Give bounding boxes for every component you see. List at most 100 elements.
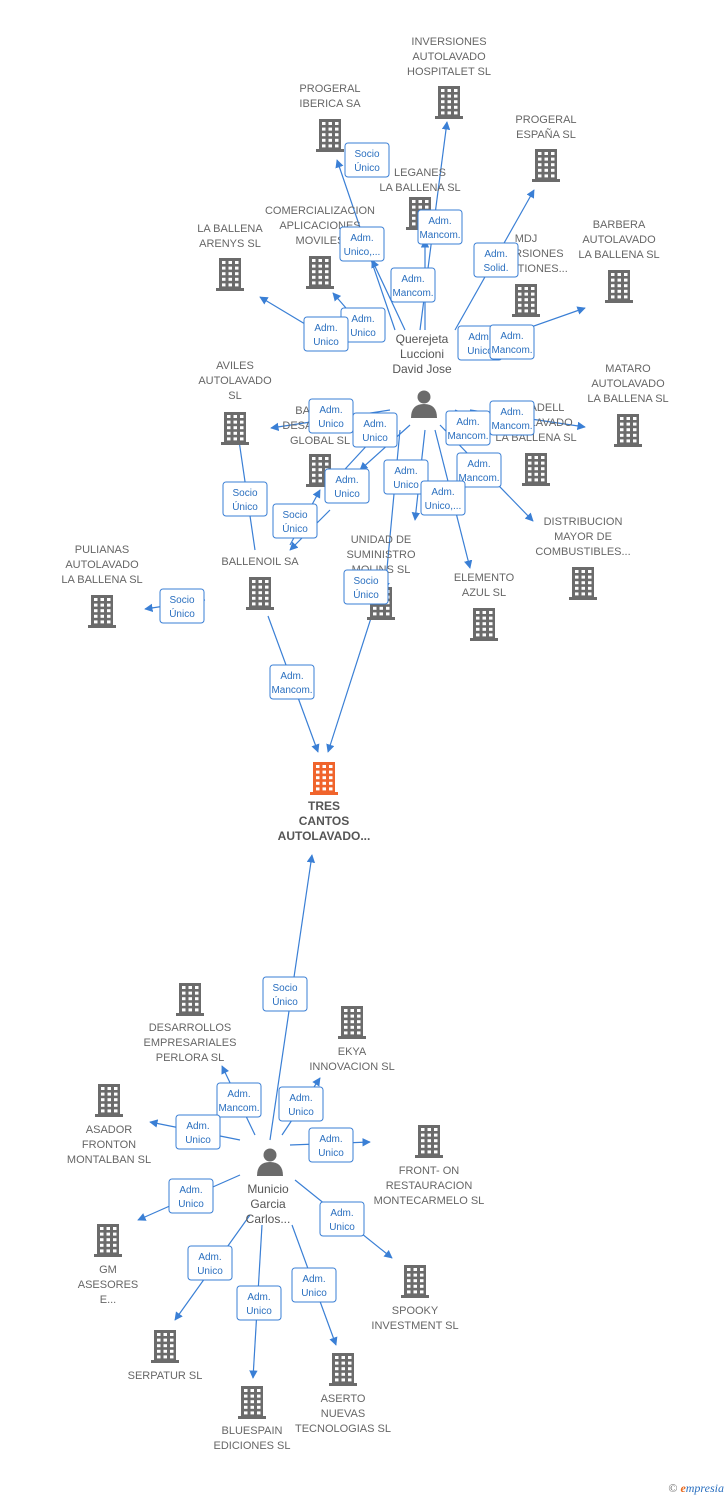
relation-label[interactable]: Adm.Unico xyxy=(303,316,349,352)
footer-brand[interactable]: © empresia xyxy=(668,1481,724,1496)
building-icon xyxy=(306,256,334,289)
relation-label[interactable]: Adm.Unico xyxy=(236,1285,282,1321)
relation-edge xyxy=(371,259,406,331)
relation-label[interactable]: Adm. Unico xyxy=(308,1127,354,1163)
person-label: Luccioni xyxy=(400,347,444,361)
relation-label[interactable]: Adm.Mancom. xyxy=(417,209,463,245)
relation-label[interactable]: Adm.Unico xyxy=(308,398,354,434)
building-icon xyxy=(88,595,116,628)
relation-label[interactable]: Adm.Solid. xyxy=(473,242,519,278)
relation-label-text: Adm. xyxy=(335,475,358,486)
relation-label-text: Mancom. xyxy=(392,288,433,299)
relation-label[interactable]: Adm.Unico xyxy=(319,1201,365,1237)
company-label: INVESTMENT SL xyxy=(371,1320,458,1332)
company-label: ASESORES xyxy=(78,1279,139,1291)
relation-label-text: Único xyxy=(272,995,298,1008)
relation-label-text: Unico xyxy=(301,1288,327,1299)
relation-label[interactable]: Adm.Unico xyxy=(187,1245,233,1281)
relation-label-text: Mancom. xyxy=(419,230,460,241)
relation-label-text: Unico xyxy=(393,480,419,491)
relation-label[interactable]: Adm.Unico xyxy=(168,1178,214,1214)
company-label: PROGERAL xyxy=(299,83,360,95)
relation-label[interactable]: Adm.Mancom. xyxy=(269,664,315,700)
building-icon xyxy=(310,762,338,795)
relation-label[interactable]: Adm.Mancom. xyxy=(216,1082,262,1118)
company-label: TRES xyxy=(308,799,340,813)
building-icon xyxy=(415,1125,443,1158)
building-icon xyxy=(238,1386,266,1419)
relation-label-text: Único xyxy=(169,607,195,620)
building-icon xyxy=(151,1330,179,1363)
relation-label[interactable]: Adm. Unico xyxy=(324,468,370,504)
building-icon xyxy=(338,1006,366,1039)
company-label: LA BALLENA xyxy=(197,223,263,235)
company-label: LA BALLENA SL xyxy=(587,393,668,405)
person-label: Garcia xyxy=(250,1197,286,1211)
company-node[interactable]: GMASESORESE... xyxy=(78,1224,139,1306)
company-label: BARBERA xyxy=(593,219,646,231)
person-label: David Jose xyxy=(392,362,452,376)
relation-label[interactable]: Adm.Unico,... xyxy=(339,226,385,262)
relation-label[interactable]: Adm. Unico xyxy=(352,412,398,448)
relation-label-text: Socio xyxy=(169,595,194,606)
relation-label[interactable]: Adm.Unico xyxy=(291,1267,337,1303)
building-icon xyxy=(94,1224,122,1257)
company-label: DISTRIBUCION xyxy=(544,516,623,528)
relation-label-text: Unico xyxy=(318,1148,344,1159)
company-label: COMERCIALIZACION xyxy=(265,205,375,217)
relation-label[interactable]: Adm.Unico xyxy=(278,1086,324,1122)
relation-label[interactable]: Adm.Mancom. xyxy=(489,324,535,360)
company-label: AVILES xyxy=(216,360,254,372)
company-node[interactable]: SERPATUR SL xyxy=(128,1330,203,1382)
relation-label[interactable]: Adm.Mancom. xyxy=(445,410,491,446)
relation-label[interactable]: Adm.Mancom. xyxy=(489,400,535,436)
relation-label-text: Socio xyxy=(353,576,378,587)
relation-label-text: Adm. xyxy=(198,1252,221,1263)
company-label: MDJ xyxy=(515,233,538,245)
relation-label-text: Adm. xyxy=(363,419,386,430)
relation-label-text: Unico xyxy=(362,433,388,444)
company-label: INNOVACION SL xyxy=(309,1061,394,1073)
person-node[interactable]: MunicioGarciaCarlos... xyxy=(246,1148,291,1227)
relation-label-text: Mancom. xyxy=(491,345,532,356)
relation-label-text: Socio xyxy=(354,149,379,160)
relation-label[interactable]: Adm.Mancom. xyxy=(456,452,502,488)
relation-label[interactable]: Adm.Unico xyxy=(383,459,429,495)
relation-label-text: Unico xyxy=(246,1306,272,1317)
company-label: ASADOR xyxy=(86,1124,133,1136)
relation-label[interactable]: Adm.Unico,... xyxy=(420,480,466,516)
relation-label[interactable]: Adm. Mancom. xyxy=(390,267,436,303)
relation-label-text: Adm. xyxy=(467,459,490,470)
company-node[interactable]: BALLENOIL SA xyxy=(221,556,299,610)
relation-label-text: Adm. xyxy=(401,274,424,285)
relation-label-text: Unico xyxy=(334,489,360,500)
relation-label[interactable]: Adm.Unico xyxy=(175,1114,221,1150)
relation-label-text: Adm. xyxy=(319,1134,342,1145)
brand-initial: e xyxy=(680,1481,686,1495)
company-node[interactable]: TRESCANTOSAUTOLAVADO... xyxy=(278,762,371,843)
